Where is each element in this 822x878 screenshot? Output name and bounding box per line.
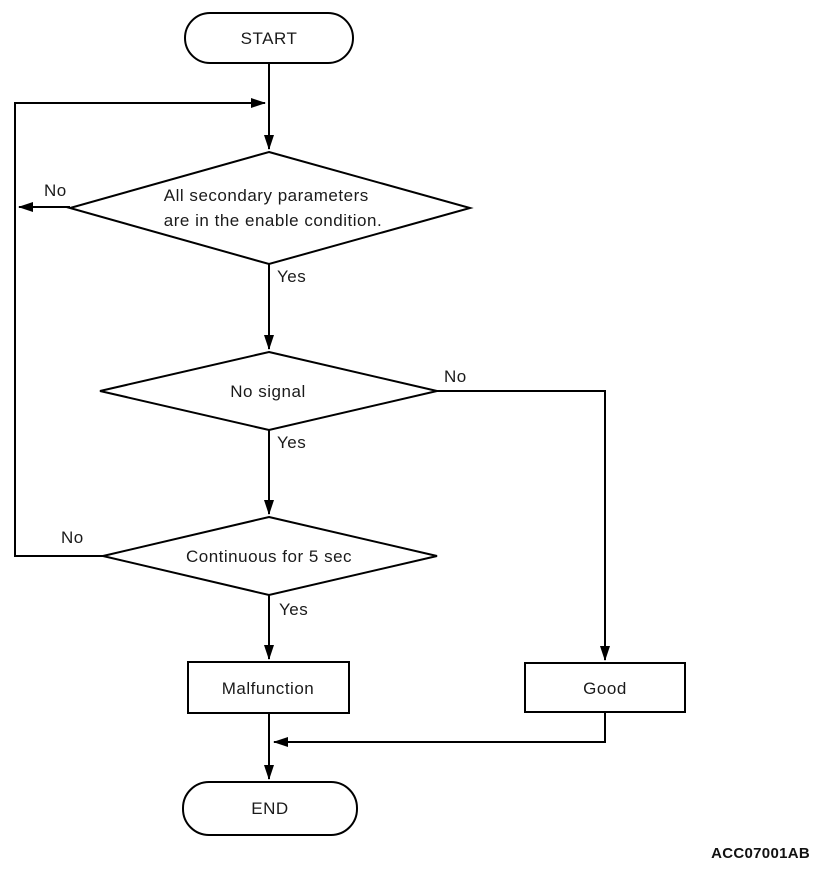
good-box-shape (524, 662, 686, 713)
start-terminal-shape (184, 12, 354, 64)
decision2-diamond-shape (99, 350, 438, 432)
start-terminal-label: START (240, 29, 298, 48)
edge-loopback-left (14, 98, 266, 557)
decision3-diamond-shape (102, 515, 438, 597)
decision3-yes-label: Yes (279, 600, 309, 619)
decision1-yes-label: Yes (277, 267, 307, 286)
end-terminal-shape (182, 781, 358, 836)
malfunction-box-shape (187, 661, 350, 714)
edge-decision2-no-to-good (437, 390, 610, 661)
decision3-label: Continuous for 5 sec (185, 547, 353, 566)
decision2-label: No signal (230, 382, 306, 401)
malfunction-box-label: Malfunction (221, 679, 315, 698)
figure-code: ACC07001AB (711, 845, 810, 862)
edge-good-merge (273, 712, 606, 747)
end-terminal-label: END (251, 799, 289, 818)
decision3-no-label: No (61, 528, 84, 547)
decision1-label: All secondary parameters are in the enab… (163, 186, 383, 230)
decision1-no-label: No (44, 181, 67, 200)
good-box-label: Good (583, 679, 627, 698)
decision2-yes-label: Yes (277, 433, 307, 452)
decision1-diamond-shape (66, 150, 474, 266)
decision2-no-label: No (444, 367, 467, 386)
